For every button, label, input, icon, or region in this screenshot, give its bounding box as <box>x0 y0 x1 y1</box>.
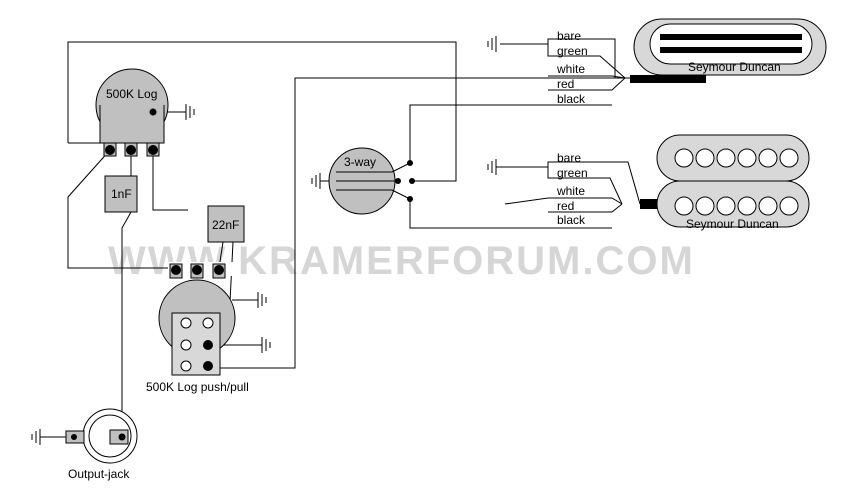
pushpull-pot-label: 500K Log push/pull <box>146 380 249 394</box>
bridge-pickup-brand: Seymour Duncan <box>688 60 781 74</box>
pickup-rail <box>660 34 802 40</box>
pushpull-lug-2 <box>192 265 202 275</box>
ground-icon <box>31 429 66 445</box>
neck-wire-label: black <box>557 213 586 227</box>
wire-pushpull-switch <box>208 77 622 369</box>
volume-pot-lug-1 <box>105 145 115 155</box>
pickup-cable <box>640 199 657 209</box>
volume-pot-lug-3 <box>148 145 158 155</box>
wire-switch-top <box>409 104 612 163</box>
capacitor-1nf: 1nF <box>104 175 138 213</box>
output-jack-label: Output-jack <box>68 467 130 481</box>
bridge-wire-label: red <box>557 77 574 91</box>
ground-icon <box>487 36 512 52</box>
wire-switch-bottom <box>409 199 612 229</box>
wire-bridge-red <box>548 77 626 91</box>
pushpull-lug-3 <box>214 265 224 275</box>
three-way-switch-label: 3-way <box>344 155 376 169</box>
wire-neck-red <box>548 203 623 213</box>
neck-pickup: Seymour Duncan <box>640 134 810 231</box>
ground-icon <box>487 159 508 175</box>
capacitor-1nf-label: 1nF <box>111 187 132 201</box>
wire-bridge-white <box>548 75 626 79</box>
neck-wire-label: white <box>556 184 585 198</box>
bridge-wire-label: bare <box>557 29 581 43</box>
ground-icon <box>170 104 195 120</box>
output-jack: Output-jack <box>65 408 138 481</box>
volume-pot-label: 500K Log <box>106 87 157 101</box>
capacitor-22nf: 22nF <box>207 205 245 243</box>
pole-pieces-top <box>674 148 799 168</box>
ground-symbols <box>31 36 512 445</box>
three-way-switch: 3-way <box>328 147 415 215</box>
pushpull-lug-1 <box>171 265 181 275</box>
volume-pot-lug-2 <box>126 145 136 155</box>
pickup-rail <box>660 47 802 53</box>
capacitor-22nf-label: 22nF <box>212 218 239 232</box>
neck-pickup-wire-labels: bare green white red black <box>556 151 588 227</box>
wire-bridge-bare <box>500 38 630 79</box>
wire-neck-white <box>504 197 623 205</box>
ground-icon <box>232 292 267 308</box>
bridge-wire-label: white <box>556 62 585 76</box>
wire-volume-loop <box>67 41 457 182</box>
pole-pieces-bottom <box>674 196 799 216</box>
neck-wire-label: green <box>557 166 588 180</box>
wire-bridge-green <box>547 44 626 79</box>
neck-wire-label: red <box>557 199 574 213</box>
wire-pot-lug3 <box>152 150 188 211</box>
bridge-pickup-wire-labels: bare green white red black <box>556 29 588 106</box>
bridge-pickup: Seymour Duncan <box>630 18 827 83</box>
bridge-wire-label: black <box>557 92 586 106</box>
volume-pot: 500K Log <box>95 68 169 157</box>
pickup-cable <box>630 75 706 83</box>
volume-pot-ground-lug <box>149 108 157 116</box>
neck-wire-label: bare <box>557 151 581 165</box>
neck-pickup-brand: Seymour Duncan <box>686 217 779 231</box>
wire-neck-green <box>547 167 623 205</box>
wire-neck-bare <box>500 161 641 205</box>
bridge-wire-label: green <box>557 44 588 58</box>
pushpull-pot: 500K Log push/pull <box>146 262 249 394</box>
wire-to-jack <box>121 211 132 432</box>
